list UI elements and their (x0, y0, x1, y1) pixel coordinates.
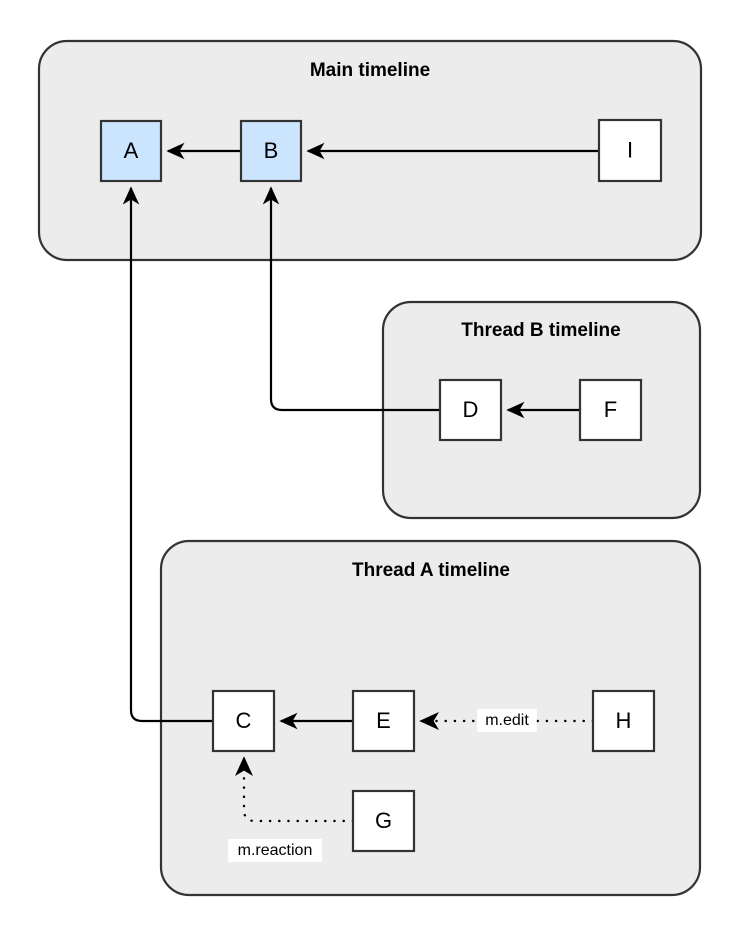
node-label: H (616, 708, 632, 733)
node-label: A (124, 138, 139, 163)
edge-label-G-to-C: m.reaction (228, 839, 322, 862)
node-label: B (264, 138, 279, 163)
node-label: C (236, 708, 252, 733)
node-F[interactable]: F (578, 378, 643, 442)
node-D[interactable]: D (438, 378, 503, 442)
edge-label-background (477, 709, 537, 732)
node-label: G (375, 808, 392, 833)
node-box[interactable] (99, 119, 163, 183)
node-H[interactable]: H (591, 689, 656, 753)
edge-label-text: m.reaction (238, 842, 313, 859)
edge-label-H-to-E: m.edit (477, 709, 537, 732)
node-box[interactable] (591, 689, 656, 753)
node-label: F (604, 397, 617, 422)
node-box[interactable] (578, 378, 643, 442)
node-B[interactable]: B (239, 119, 303, 183)
node-label: I (627, 137, 633, 162)
panel-title: Main timeline (310, 60, 430, 81)
edges-layer (122, 142, 599, 823)
edge-C-to-A (122, 186, 213, 723)
edge-D-to-B (262, 186, 440, 412)
node-label: E (376, 708, 391, 733)
node-box[interactable] (438, 378, 503, 442)
edge-labels-layer: m.edit m.reaction (228, 709, 537, 862)
node-C[interactable]: C (211, 689, 276, 753)
nodes-layer: A B I D F C E H G (99, 118, 663, 853)
node-box[interactable] (211, 689, 276, 753)
node-A[interactable]: A (99, 119, 163, 183)
node-I[interactable]: I (597, 118, 663, 183)
panel-title: Thread A timeline (352, 560, 510, 581)
node-label: D (463, 397, 479, 422)
node-E[interactable]: E (351, 689, 416, 753)
node-box[interactable] (239, 119, 303, 183)
node-box[interactable] (351, 689, 416, 753)
node-box[interactable] (597, 118, 663, 183)
node-G[interactable]: G (351, 789, 416, 853)
edge-label-text: m.edit (485, 712, 529, 729)
node-box[interactable] (351, 789, 416, 853)
edge-label-background (228, 839, 322, 862)
panel-title: Thread B timeline (461, 320, 620, 341)
